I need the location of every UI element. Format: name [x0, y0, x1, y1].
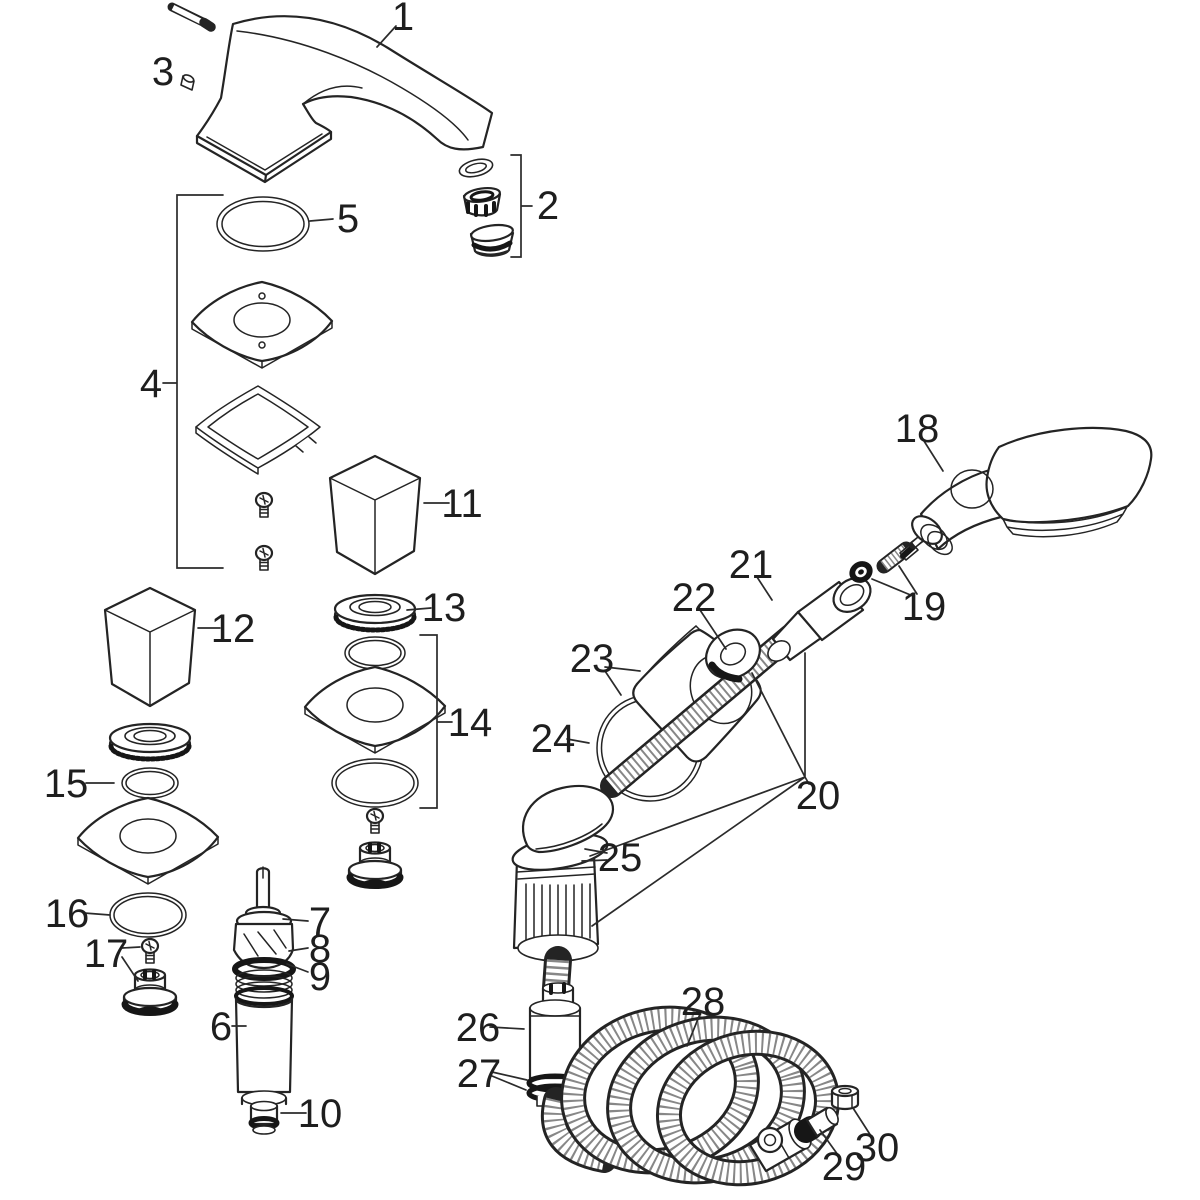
- aerator-insert-drawing: [462, 186, 502, 217]
- callout-14: 14: [419, 634, 493, 809]
- callout-15: 15: [44, 762, 115, 806]
- callout-29-label: 29: [822, 1145, 867, 1189]
- callout-2-label: 2: [537, 184, 559, 228]
- handshower-washer-drawing: [849, 561, 873, 583]
- escutcheon-plate-top-drawing: [190, 280, 334, 370]
- callout-23-label: 23: [570, 637, 615, 681]
- callout-20-label: 20: [796, 774, 841, 818]
- callout-9: 9: [286, 955, 331, 999]
- screw-14-drawing: [365, 807, 385, 835]
- callout-10-label: 10: [298, 1092, 343, 1136]
- callout-9-label: 9: [309, 955, 331, 999]
- hose-connector-26-drawing: [526, 982, 584, 1107]
- callout-11-label: 11: [441, 482, 483, 526]
- callout-14-label: 14: [448, 701, 493, 745]
- callout-24: 24: [531, 717, 590, 761]
- callout-22: 22: [672, 576, 727, 650]
- hose-upper-end-drawing: [767, 577, 872, 662]
- oring-5-drawing: [216, 196, 310, 252]
- callout-15-label: 15: [44, 762, 89, 806]
- callout-30-label: 30: [855, 1126, 900, 1170]
- callout-21: 21: [729, 543, 774, 601]
- escutcheon-plate-left-drawing: [76, 796, 220, 886]
- callout-13: 13: [406, 586, 467, 630]
- nut-30-drawing: [830, 1084, 860, 1111]
- callout-7: 7: [282, 900, 331, 944]
- hose-thread-drawing: [600, 624, 802, 798]
- aerator-shell-drawing: [469, 223, 515, 257]
- callout-18: 18: [895, 407, 944, 472]
- shower-hose-coil-drawing: [540, 1005, 841, 1187]
- callout-19: 19: [871, 565, 947, 629]
- callout-18-label: 18: [895, 407, 940, 451]
- callout-2: 2: [510, 154, 559, 258]
- square-seal-drawing: [195, 385, 321, 475]
- callout-20: 20: [589, 652, 841, 927]
- callout-11: 11: [423, 482, 483, 526]
- pin-drawing: [167, 2, 216, 91]
- callout-30: 30: [852, 1107, 900, 1170]
- hose-connector-29-drawing: [748, 1106, 839, 1173]
- check-valve-mid-drawing: [349, 843, 401, 889]
- callout-29: 29: [819, 1129, 867, 1189]
- callout-27: 27: [457, 1052, 528, 1096]
- callout-12: 12: [197, 607, 256, 651]
- callout-16: 16: [45, 892, 111, 936]
- callout-19-label: 19: [902, 585, 947, 629]
- callout-23: 23: [570, 637, 641, 696]
- nut-22-drawing: [705, 628, 761, 683]
- diverter-drawing: [511, 784, 615, 1002]
- handshower-nipple-drawing: [876, 534, 926, 574]
- callout-17: 17: [84, 932, 141, 982]
- callout-4: 4: [140, 194, 224, 569]
- callout-22-label: 22: [672, 576, 717, 620]
- spout-drawing: [195, 15, 494, 184]
- handle-screw-b-drawing: [254, 544, 274, 572]
- callout-12-label: 12: [211, 607, 256, 651]
- callout-1: 1: [376, 0, 414, 48]
- callout-17-label: 17: [84, 932, 129, 976]
- callout-28-label: 28: [681, 980, 726, 1024]
- callout-26-label: 26: [456, 1006, 501, 1050]
- ring-nut-13-drawing: [335, 595, 415, 630]
- callout-5: 5: [309, 197, 359, 241]
- callout-3: 3: [152, 50, 174, 94]
- handle-12-drawing: [103, 586, 197, 708]
- oring-14a-drawing: [344, 636, 406, 670]
- callout-25-label: 25: [598, 836, 643, 880]
- oring-15-drawing: [121, 767, 179, 799]
- handle-screw-a-drawing: [254, 491, 274, 519]
- oring-16-drawing: [109, 892, 187, 938]
- callout-25: 25: [581, 836, 643, 880]
- callout-6: 6: [210, 1005, 247, 1049]
- callout-1-label: 1: [392, 0, 414, 39]
- callout-24-label: 24: [531, 717, 576, 761]
- handshower-drawing: [911, 426, 1153, 556]
- callout-6-label: 6: [210, 1005, 232, 1049]
- callout-8-label: 8: [309, 927, 331, 971]
- screw-17-drawing: [140, 937, 160, 965]
- callout-26: 26: [456, 1006, 525, 1050]
- ring-nut-left-drawing: [110, 724, 190, 759]
- check-valve-left-drawing: [124, 970, 176, 1016]
- oring-14b-drawing: [331, 758, 419, 808]
- callout-3-label: 3: [152, 50, 174, 94]
- aerator-gasket-drawing: [458, 158, 494, 178]
- handle-11-drawing: [328, 454, 422, 576]
- callout-7-label: 7: [309, 900, 331, 944]
- callout-16-label: 16: [45, 892, 90, 936]
- callout-5-label: 5: [337, 197, 359, 241]
- callout-21-label: 21: [729, 543, 774, 587]
- callout-4-label: 4: [140, 362, 162, 406]
- callout-28: 28: [681, 980, 726, 1047]
- cartridge-drawing: [232, 866, 296, 1135]
- callout-13-label: 13: [422, 586, 467, 630]
- callout-10: 10: [280, 1092, 343, 1136]
- callout-27-label: 27: [457, 1052, 502, 1096]
- escutcheon-plate-mid-drawing: [303, 665, 447, 755]
- callout-8: 8: [288, 927, 331, 971]
